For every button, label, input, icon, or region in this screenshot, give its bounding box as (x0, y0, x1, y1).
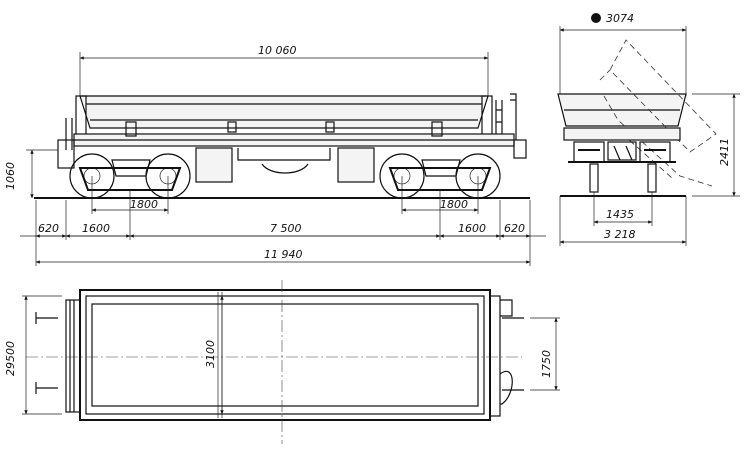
dim-tipped-width: 3074 (606, 12, 634, 25)
end-elevation-view: 3074 2411 1435 3 218 (557, 12, 740, 246)
dim-body-length: 10 060 (258, 44, 297, 57)
dim-axle-base-right: 1800 (440, 198, 468, 211)
side-elevation-view: 10 060 1060 1800 1800 620 1600 7 500 160… (4, 44, 546, 266)
brake-box-left (195, 147, 233, 183)
tipped-outline (609, 39, 717, 153)
dim-span-left: 1600 (82, 222, 110, 235)
tipping-cylinders (125, 121, 443, 137)
bullet-marker (591, 13, 601, 23)
dim-overall-length: 11 940 (264, 248, 303, 261)
dump-body (79, 95, 489, 129)
dim-inner-width: 3100 (204, 340, 217, 368)
coupler-left (57, 139, 75, 169)
plan-view: 29500 3100 1750 (4, 280, 560, 444)
dim-track-gauge: 1435 (606, 208, 634, 221)
brake-box-right (337, 147, 375, 183)
dim-door-span: 1750 (540, 350, 553, 378)
dim-coupler-height: 1060 (4, 162, 17, 190)
plan-outer-frame (79, 289, 491, 421)
dim-overall-width: 3 218 (604, 228, 636, 241)
dim-axle-base-left: 1800 (130, 198, 158, 211)
bogie-left (69, 153, 191, 199)
dim-bogie-centers: 7 500 (270, 222, 302, 235)
dim-height: 2411 (718, 138, 731, 166)
coupler-right (513, 139, 527, 159)
dim-end-offset-right: 620 (504, 222, 525, 235)
dim-plan-length: 29500 (4, 341, 17, 376)
dim-end-offset-left: 620 (38, 222, 59, 235)
dim-span-right: 1600 (458, 222, 486, 235)
